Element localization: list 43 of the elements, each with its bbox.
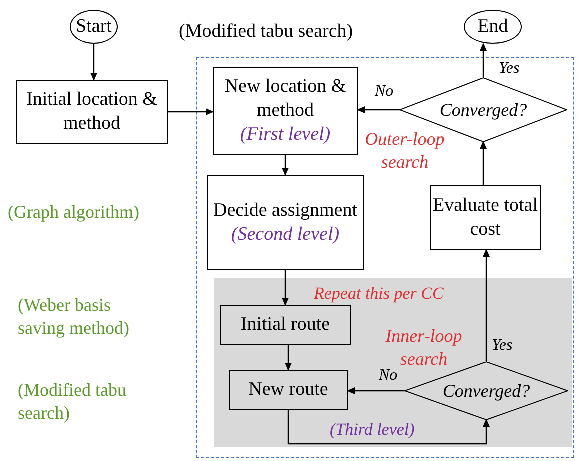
process-box (207, 175, 364, 270)
process-box (430, 185, 541, 250)
process-box (213, 67, 358, 155)
node-label: New location & method (224, 75, 348, 123)
arrow (480, 43, 487, 78)
node-label: Initial route (240, 313, 330, 337)
arrow (288, 410, 490, 445)
loop-note: Inner-loop search (384, 325, 464, 370)
arrow (357, 106, 400, 114)
edge-label: No (378, 368, 399, 384)
edge-label: No (374, 84, 395, 100)
arrow (483, 249, 490, 362)
node-label: Evaluate total cost (432, 194, 539, 242)
process-box (16, 80, 168, 144)
node-label: New route (248, 378, 328, 402)
node-label: End (478, 14, 508, 39)
shaded-region (214, 278, 572, 447)
arrow (285, 345, 292, 371)
arrow (480, 141, 487, 185)
arrow (282, 155, 289, 176)
arrow (282, 270, 289, 306)
process-box (229, 370, 348, 410)
region-heading: (Modified tabu search) (179, 20, 354, 44)
node-label: Start (76, 14, 112, 39)
edge-label: (Third level) (328, 421, 417, 438)
node-label: Converged? (442, 380, 530, 403)
level-label: (Second level) (231, 222, 340, 246)
arrow (90, 44, 98, 81)
arrow (347, 388, 405, 394)
node-label: Decide assignment (213, 198, 358, 222)
node-label: Converged? (440, 98, 528, 122)
process-box (220, 305, 351, 345)
loop-note: Outer-loop search (364, 128, 446, 174)
region-note: Repeat this per CC (314, 283, 444, 305)
method-note: (Modified tabu search) (18, 379, 128, 426)
method-note: (Graph algorithm) (8, 201, 140, 224)
edge-label: Yes (498, 61, 521, 77)
method-note: (Weber basis saving method) (18, 294, 130, 340)
level-label: (First level) (240, 122, 331, 147)
arrow (168, 108, 214, 116)
node-label: Initial location & method (26, 88, 158, 136)
start-terminal (70, 10, 118, 44)
edge-label: Yes (491, 338, 514, 354)
